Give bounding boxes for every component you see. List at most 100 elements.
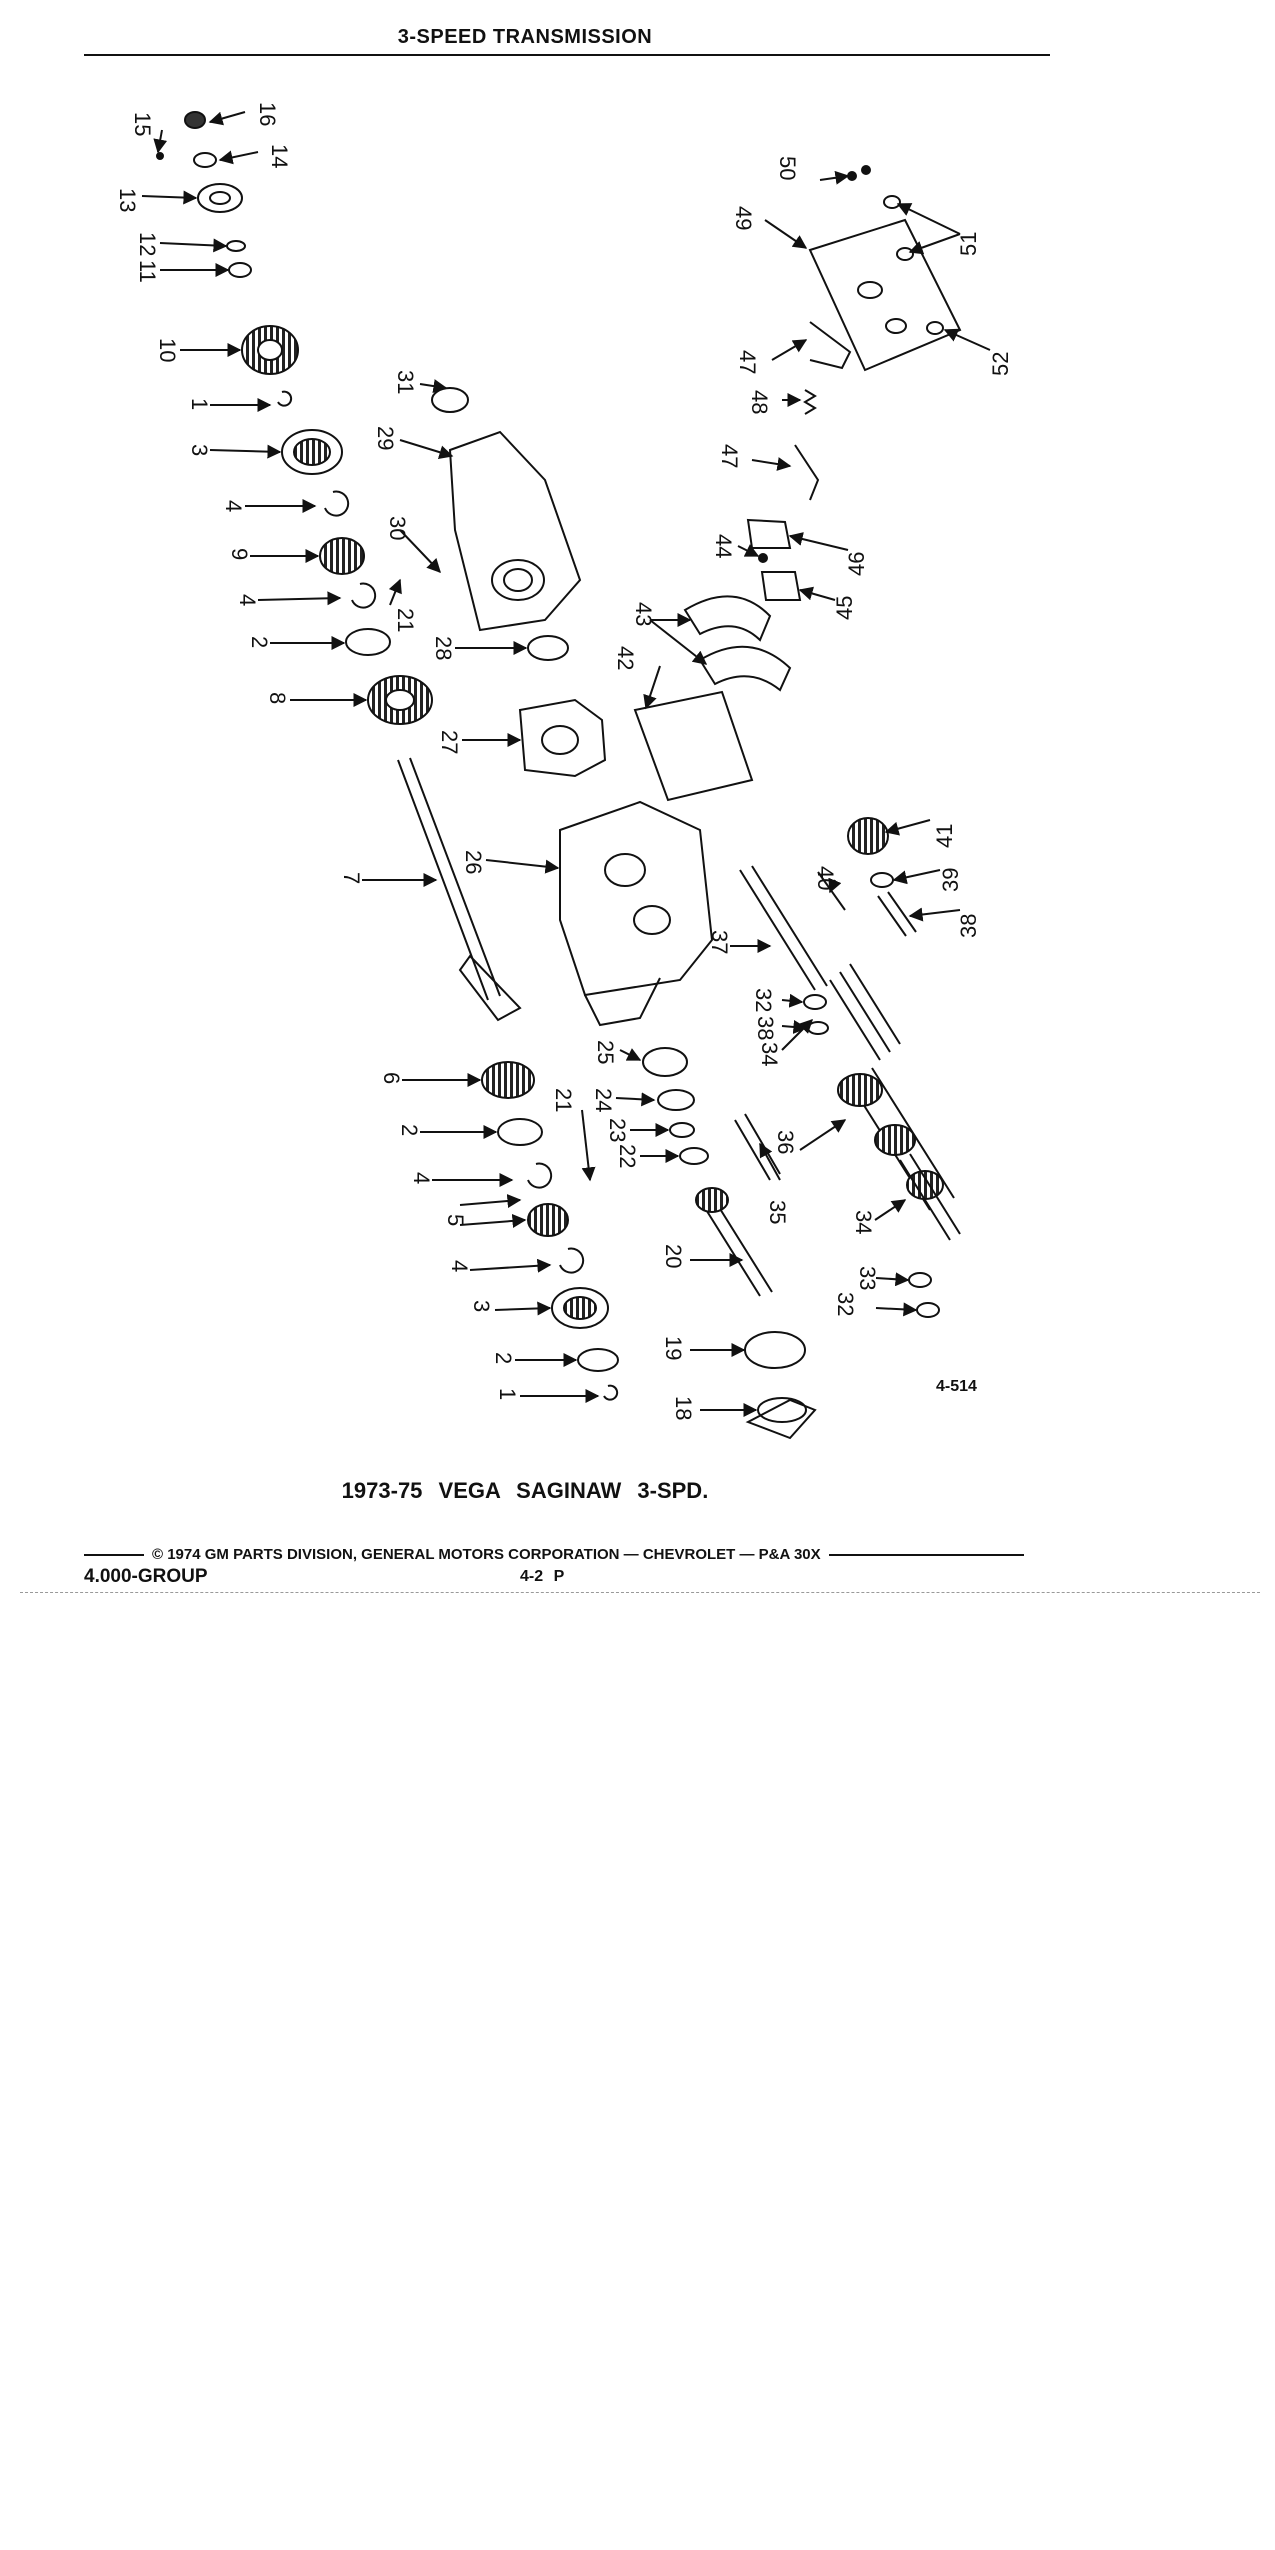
part-45-shift-lever xyxy=(760,571,802,601)
callout-44: 44 xyxy=(711,534,736,558)
part-4-clip xyxy=(324,490,350,517)
callout-7: 7 xyxy=(339,872,364,884)
exploded-parts-diagram: 15 16 14 13 12 11 10 1 31 3 29 30 4 9 21… xyxy=(115,102,1013,1440)
part-24-ring xyxy=(657,1089,695,1111)
part-2-ring-b xyxy=(497,1118,543,1146)
callout-52: 52 xyxy=(988,352,1013,376)
part-34-rollers xyxy=(829,963,901,1061)
callout-14: 14 xyxy=(267,144,292,168)
part-33-washer-b xyxy=(908,1272,932,1288)
callout-21: 21 xyxy=(393,608,418,632)
callout-21-b: 21 xyxy=(551,1088,576,1112)
callout-46: 46 xyxy=(844,552,869,576)
callout-29: 29 xyxy=(373,426,398,450)
part-27-gasket xyxy=(518,698,607,778)
part-2-ring-c xyxy=(577,1348,619,1372)
part-2-ring xyxy=(345,628,391,656)
part-48-spring xyxy=(803,389,817,415)
callout-30: 30 xyxy=(385,516,410,540)
callout-4-c: 4 xyxy=(409,1172,434,1184)
callout-13: 13 xyxy=(115,188,140,212)
callout-47-b: 47 xyxy=(717,444,742,468)
callout-10: 10 xyxy=(155,338,180,362)
callout-43: 43 xyxy=(631,602,656,626)
callout-8: 8 xyxy=(265,692,290,704)
copyright-text: © 1974 GM PARTS DIVISION, GENERAL MOTORS… xyxy=(152,1546,821,1563)
part-14-washer xyxy=(193,152,217,168)
callout-38-b: 38 xyxy=(753,1016,778,1040)
part-4-clip-b xyxy=(351,582,377,609)
callout-50: 50 xyxy=(775,156,800,180)
callout-9: 9 xyxy=(227,548,252,560)
callout-16: 16 xyxy=(255,102,280,126)
part-23-ring xyxy=(669,1122,695,1138)
callout-32: 32 xyxy=(751,988,776,1012)
callout-42: 42 xyxy=(613,646,638,670)
callout-26: 26 xyxy=(461,850,486,874)
callout-38: 38 xyxy=(956,914,981,938)
part-12-ring xyxy=(226,240,246,252)
part-38-shaft xyxy=(877,891,917,937)
callout-23: 23 xyxy=(605,1118,630,1142)
part-19-gasket xyxy=(744,1331,806,1369)
part-1-snap-ring-b xyxy=(603,1384,619,1401)
callout-4: 4 xyxy=(221,500,246,512)
copyright-rule-right xyxy=(828,1553,1024,1556)
part-44-detent xyxy=(758,553,768,563)
callout-34-b: 34 xyxy=(851,1210,876,1234)
callout-34: 34 xyxy=(757,1042,782,1066)
callout-2-c: 2 xyxy=(491,1352,516,1364)
part-32-washer-b xyxy=(916,1302,940,1318)
callout-39: 39 xyxy=(938,868,963,892)
callout-22: 22 xyxy=(615,1144,640,1168)
callout-4-d: 4 xyxy=(447,1260,472,1272)
callout-19: 19 xyxy=(661,1336,686,1360)
callout-12: 12 xyxy=(135,232,160,256)
part-41-gear xyxy=(847,817,889,855)
callout-33: 33 xyxy=(855,1266,880,1290)
callout-27: 27 xyxy=(437,730,462,754)
callout-11: 11 xyxy=(135,260,160,283)
copyright-rule-left xyxy=(84,1553,144,1556)
callout-5: 5 xyxy=(443,1214,468,1226)
callout-48: 48 xyxy=(747,390,772,414)
part-15-ball xyxy=(156,152,164,160)
part-47-lever xyxy=(809,321,852,370)
callout-1-b: 1 xyxy=(495,1388,520,1400)
scan-edge-line xyxy=(20,1592,1260,1593)
callout-35: 35 xyxy=(765,1200,790,1224)
part-32-washer xyxy=(803,994,827,1010)
part-42-gasket xyxy=(633,690,754,802)
callout-labels: 15 16 14 13 12 11 10 1 31 3 29 30 4 9 21… xyxy=(115,102,1013,1420)
callout-18: 18 xyxy=(671,1396,696,1420)
part-31-seal xyxy=(431,387,469,413)
part-43-shift-fork xyxy=(683,595,772,642)
callout-51: 51 xyxy=(956,232,981,256)
callout-37: 37 xyxy=(707,930,732,954)
part-4-clip-c xyxy=(527,1162,553,1189)
part-1-snap-ring xyxy=(277,390,293,407)
part-3-sleeve-b xyxy=(551,1287,609,1329)
header-rule xyxy=(84,54,1050,56)
callout-6: 6 xyxy=(379,1072,404,1084)
callout-25: 25 xyxy=(593,1040,618,1064)
part-47-lever-b xyxy=(794,444,820,501)
part-51-washer xyxy=(883,195,901,209)
part-49-side-cover xyxy=(808,218,962,372)
callout-47: 47 xyxy=(735,350,760,374)
part-5-gear xyxy=(527,1203,569,1237)
callout-31: 31 xyxy=(393,370,418,394)
group-label: 4.000-GROUP xyxy=(84,1566,208,1587)
callout-1: 1 xyxy=(187,398,212,410)
callout-40: 40 xyxy=(813,866,838,890)
part-34-rollers-b xyxy=(899,1153,961,1241)
figure-code: 4-514 xyxy=(936,1378,977,1395)
part-4-clip-d xyxy=(559,1247,585,1274)
part-52-seal xyxy=(926,321,944,335)
part-29-extension-housing xyxy=(448,430,582,632)
part-13-bearing xyxy=(197,183,243,213)
callout-36: 36 xyxy=(773,1130,798,1154)
part-20-clutch-gear xyxy=(699,1195,773,1297)
callout-4-b: 4 xyxy=(235,594,260,606)
callout-15: 15 xyxy=(130,112,155,136)
